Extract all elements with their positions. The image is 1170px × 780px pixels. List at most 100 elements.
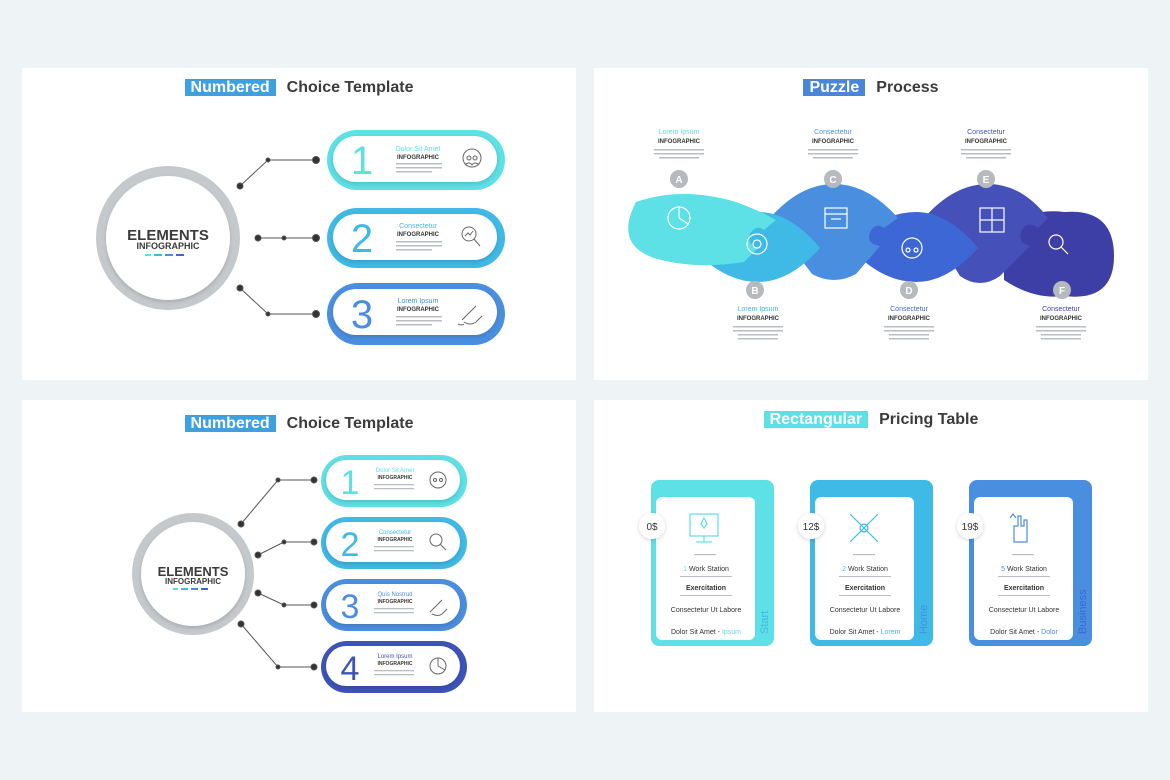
item-sub: INFOGRAPHIC	[378, 475, 413, 481]
row1-number: 5	[1001, 566, 1005, 573]
step-e-label: Consectetur INFOGRAPHIC	[961, 129, 1011, 159]
step-badge-a: A	[670, 170, 688, 188]
svg-text:Lorem Ipsum: Lorem Ipsum	[738, 306, 779, 313]
choice-item-1: 1 Dolor Sit Amet INFOGRAPHIC	[327, 130, 505, 190]
svg-text:C: C	[829, 175, 836, 186]
row2-text: Exercitation	[845, 585, 885, 592]
tools-icon	[849, 513, 879, 543]
svg-text:INFOGRAPHIC: INFOGRAPHIC	[888, 316, 931, 322]
svg-text:2 Work Station: 2 Work Station	[842, 566, 888, 573]
choice-item-2: 2 Consectetur INFOGRAPHIC	[327, 208, 505, 268]
item-number: 2	[351, 217, 373, 261]
svg-text:Consectetur: Consectetur	[814, 129, 852, 136]
svg-text:INFOGRAPHIC: INFOGRAPHIC	[812, 139, 855, 145]
svg-text:D: D	[905, 286, 912, 297]
pie-chart-icon	[429, 657, 447, 675]
item-sub: INFOGRAPHIC	[378, 599, 413, 605]
title-text: Pricing Table	[879, 411, 979, 428]
plan-side-label: Business	[1077, 589, 1089, 634]
puzzle-process-diagram: Lorem Ipsum INFOGRAPHIC Consectetur INFO…	[628, 129, 1114, 340]
svg-text:Consectetur: Consectetur	[890, 306, 928, 313]
step-b-label: Lorem Ipsum INFOGRAPHIC	[733, 306, 783, 340]
svg-text:Consectetur: Consectetur	[1042, 306, 1080, 313]
connectors	[236, 156, 320, 318]
row3-text: Consectetur Ut Labore	[989, 607, 1060, 614]
svg-text:Dolor Sit Amet - Lorem: Dolor Sit Amet - Lorem	[830, 629, 901, 636]
plan-price: 12$	[803, 522, 820, 533]
hand-gesture-icon	[1009, 513, 1028, 543]
hub-title: ELEMENTS	[158, 564, 229, 579]
panel-numbered-choice-3: Numbered Choice Template ELEMENTS INFOGRA…	[22, 68, 576, 380]
pricing-card-start: 1 Work Station Exercitation Consectetur …	[639, 480, 774, 646]
item-number: 2	[341, 526, 360, 564]
puzzle-board-icon	[979, 207, 1005, 233]
item-heading: Dolor Sit Amet	[376, 468, 415, 474]
row4-text: Dolor Sit Amet -	[671, 629, 721, 636]
placeholder-lines	[396, 241, 442, 251]
title-text: Choice Template	[286, 79, 414, 96]
choice-item-2: 2 Consectetur INFOGRAPHIC	[321, 517, 467, 569]
step-c-label: Consectetur INFOGRAPHIC	[808, 129, 858, 159]
pie-chart-icon	[667, 206, 691, 230]
team-head-icon	[462, 148, 482, 168]
row2-text: Exercitation	[1004, 585, 1044, 592]
step-badge-d: D	[900, 281, 918, 299]
panel-pricing-table: Rectangular Pricing Table 1 Work Station …	[594, 400, 1148, 712]
step-badge-f: F	[1053, 281, 1071, 299]
team-head-icon	[901, 237, 923, 259]
choice-item-1: 1 Dolor Sit Amet INFOGRAPHIC	[321, 455, 467, 507]
item-sub: INFOGRAPHIC	[378, 537, 413, 543]
hand-pen-icon	[457, 305, 483, 326]
item-sub: INFOGRAPHIC	[378, 661, 413, 667]
item-number: 4	[341, 650, 360, 688]
step-d-label: Consectetur INFOGRAPHIC	[884, 306, 934, 340]
item-sub: INFOGRAPHIC	[397, 155, 440, 161]
row1-text: Work Station	[848, 566, 888, 573]
row4-accent: Dolor	[1041, 629, 1058, 636]
placeholder-lines	[374, 608, 414, 614]
item-sub: INFOGRAPHIC	[397, 307, 440, 313]
row3-text: Consectetur Ut Labore	[671, 607, 742, 614]
puzzle-piece-f	[1004, 211, 1114, 297]
svg-text:INFOGRAPHIC: INFOGRAPHIC	[737, 316, 780, 322]
row1-number: 1	[683, 566, 687, 573]
plan-price: 19$	[962, 522, 979, 533]
plan-side-label: Home	[918, 605, 930, 634]
item-number: 3	[351, 293, 373, 337]
pricing-card-business: 5 Work Station Exercitation Consectetur …	[957, 480, 1092, 646]
placeholder-lines	[374, 484, 414, 490]
item-heading: Consectetur	[399, 223, 437, 230]
svg-text:E: E	[983, 175, 990, 186]
item-heading: Dolor Sit Amet	[396, 146, 441, 153]
hub-dashes	[173, 588, 208, 590]
plan-price: 0$	[646, 522, 658, 533]
connectors	[237, 476, 318, 671]
svg-text:A: A	[675, 175, 682, 186]
choice-item-3: 3 Lorem Ipsum INFOGRAPHIC	[327, 283, 505, 345]
pricing-card-home: 2 Work Station Exercitation Consectetur …	[798, 480, 933, 646]
calendar-icon	[824, 207, 848, 229]
title-tag: Numbered	[184, 79, 276, 96]
row4-accent: Ipsum	[722, 629, 741, 636]
hub-dashes	[145, 254, 184, 256]
rocket-monitor-icon	[689, 513, 719, 543]
numbered-choice-diagram: ELEMENTS INFOGRAPHIC 1 Dolor Sit Amet IN…	[96, 130, 505, 345]
step-badge-c: C	[824, 170, 842, 188]
item-number: 1	[351, 139, 373, 183]
magnifier-chart-icon	[429, 533, 447, 551]
item-heading: Quis Nostrud	[377, 592, 412, 598]
svg-text:F: F	[1059, 286, 1065, 297]
placeholder-lines	[396, 163, 442, 173]
svg-text:B: B	[751, 286, 758, 297]
hub-title: ELEMENTS	[127, 227, 209, 244]
title-text: Process	[876, 79, 939, 96]
row4-accent: Lorem	[881, 629, 901, 636]
panel-title: Numbered Choice Template	[22, 79, 576, 97]
svg-text:Dolor Sit Amet - Ipsum: Dolor Sit Amet - Ipsum	[671, 629, 741, 636]
title-tag: Rectangular	[763, 411, 869, 428]
choice-item-3: 3 Quis Nostrud INFOGRAPHIC	[321, 579, 467, 631]
item-heading: Lorem Ipsum	[398, 298, 439, 305]
puzzle-piece-d	[850, 212, 978, 282]
svg-text:1 Work Station: 1 Work Station	[683, 566, 729, 573]
